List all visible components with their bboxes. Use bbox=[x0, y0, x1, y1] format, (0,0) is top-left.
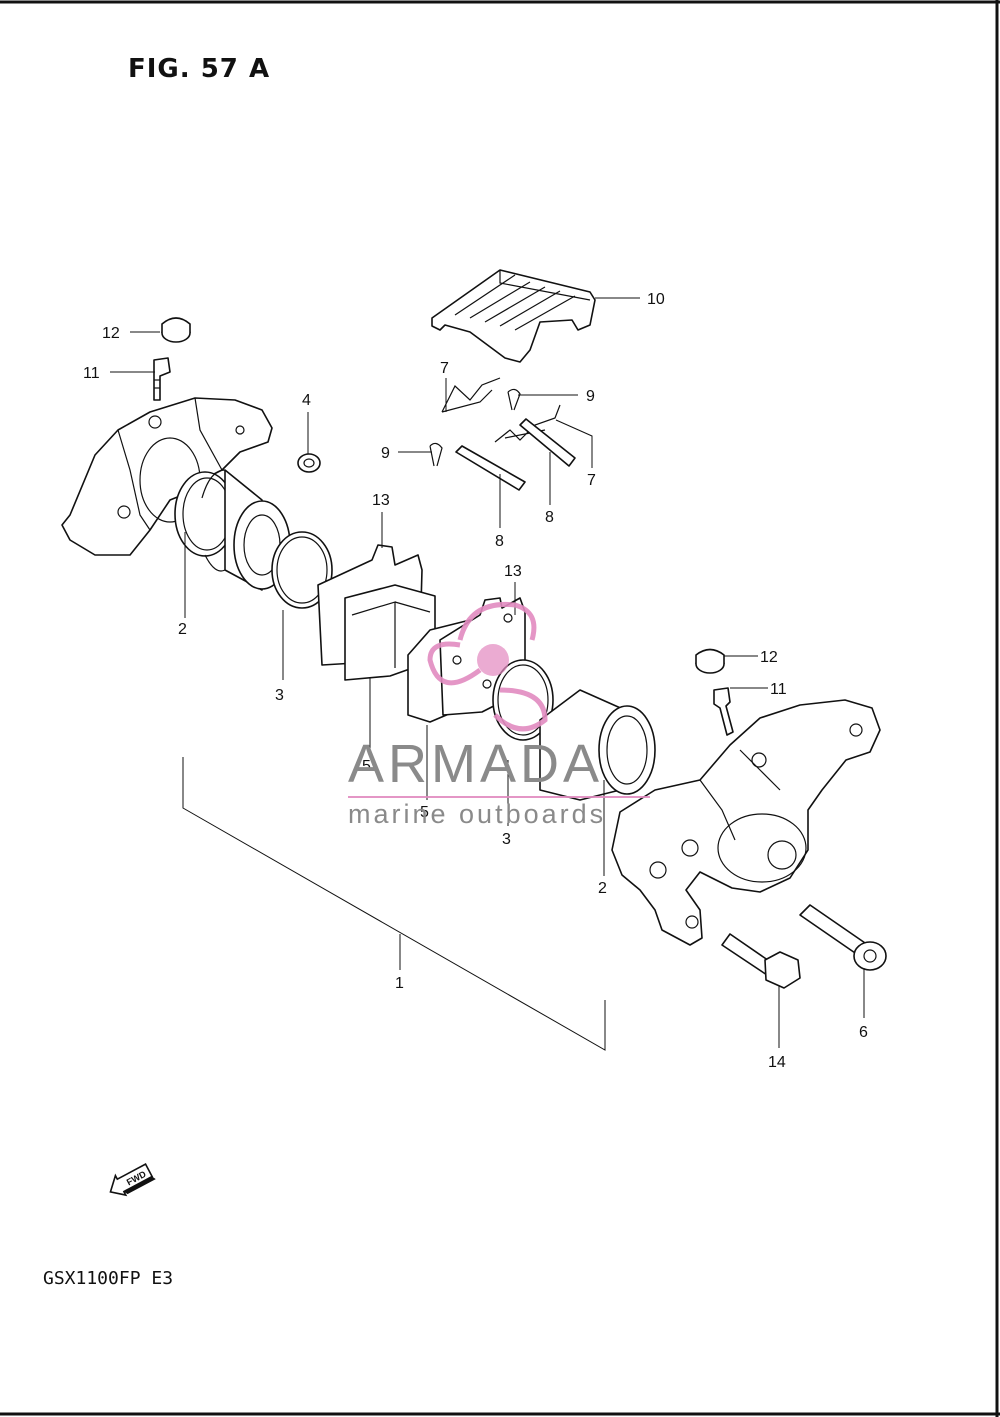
callout-11-right: 11 bbox=[770, 681, 787, 698]
callout-9-right: 9 bbox=[586, 388, 595, 405]
callout-7-left: 7 bbox=[440, 360, 449, 377]
callout-10: 10 bbox=[647, 291, 665, 308]
callout-12-right: 12 bbox=[760, 649, 778, 666]
bleeder-cap-right-part-12 bbox=[695, 648, 725, 674]
watermark-brand: ARMADA bbox=[348, 734, 603, 794]
callout-5-right: 5 bbox=[420, 804, 429, 821]
dust-seal-left-part-3 bbox=[271, 531, 333, 609]
callout-2-right: 2 bbox=[598, 880, 607, 897]
bracket-bolt-part-14 bbox=[721, 933, 801, 989]
callout-2-left: 2 bbox=[178, 621, 187, 638]
callout-7-right: 7 bbox=[587, 472, 596, 489]
callout-14: 14 bbox=[768, 1054, 786, 1071]
bleeder-valve-right-part-11 bbox=[713, 687, 734, 736]
callout-13-left: 13 bbox=[372, 492, 390, 509]
callout-12-left: 12 bbox=[102, 325, 120, 342]
pad-pin-part-8a bbox=[455, 445, 526, 491]
watermark-tagline: marine outboards bbox=[348, 799, 606, 829]
figure-title: FIG. 57 A bbox=[128, 54, 271, 84]
washer-part-4 bbox=[297, 453, 321, 473]
callout-9-left: 9 bbox=[381, 445, 390, 462]
callout-1: 1 bbox=[395, 975, 404, 992]
assembly-bracket-part-1 bbox=[182, 757, 606, 1051]
armada-watermark-logo bbox=[348, 601, 650, 798]
caliper-body-left bbox=[61, 397, 273, 556]
caliper-body-right bbox=[611, 699, 881, 946]
bleeder-valve-left-part-11 bbox=[153, 357, 171, 401]
callout-8-left: 8 bbox=[495, 533, 504, 550]
retaining-clip-part-9a bbox=[507, 388, 521, 411]
callout-11-left: 11 bbox=[83, 365, 100, 382]
bleeder-cap-left-part-12 bbox=[161, 317, 191, 343]
callout-3-right: 3 bbox=[502, 831, 511, 848]
callout-3-left: 3 bbox=[275, 687, 284, 704]
pad-pin-part-8b bbox=[519, 418, 576, 467]
retaining-clip-part-9b bbox=[429, 442, 443, 467]
dust-seal-right-part-3 bbox=[492, 659, 554, 741]
model-code: GSX1100FP E3 bbox=[43, 1268, 174, 1289]
piston-right bbox=[539, 689, 656, 801]
callout-6: 6 bbox=[859, 1024, 868, 1041]
pad-spring-part-7a bbox=[441, 377, 501, 413]
callout-8-right: 8 bbox=[545, 509, 554, 526]
leader-lines bbox=[110, 297, 865, 1048]
callout-13-right: 13 bbox=[504, 563, 522, 580]
caliper-bolt-part-6 bbox=[799, 904, 887, 971]
forward-direction-arrow-icon: FWD bbox=[109, 1163, 156, 1197]
callout-5-left: 5 bbox=[362, 758, 371, 775]
callout-4: 4 bbox=[302, 392, 311, 409]
pad-cover-part-10 bbox=[431, 269, 596, 363]
